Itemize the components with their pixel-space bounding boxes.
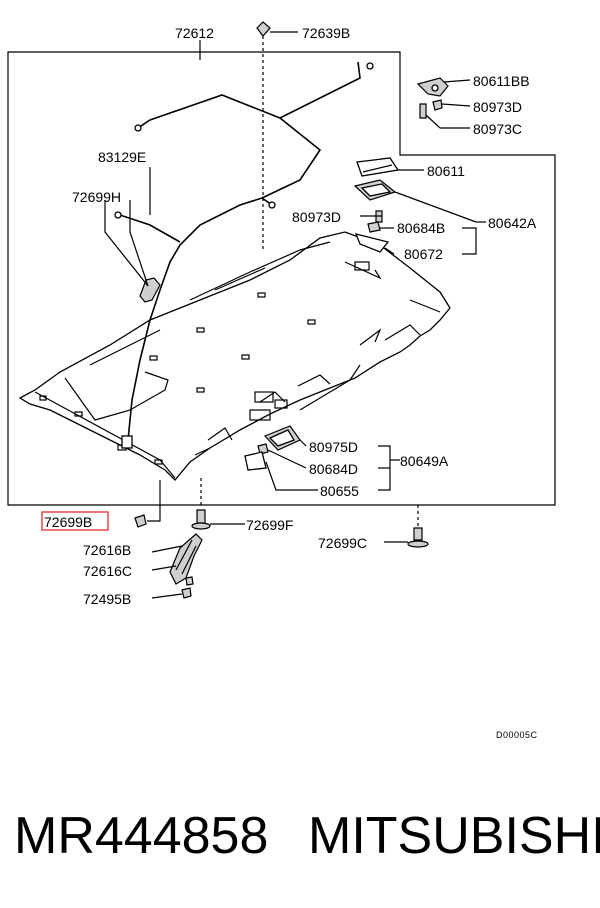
- label-80642A: 80642A: [488, 215, 537, 231]
- label-80684D: 80684D: [309, 461, 358, 477]
- bulb-80684D: [257, 443, 269, 455]
- grommet-72639B: [256, 21, 271, 250]
- label-72616C: 72616C: [83, 563, 132, 579]
- lens-80672: [354, 233, 390, 253]
- lamp-80642A: [353, 179, 397, 201]
- screw-80973D-top: [432, 99, 443, 111]
- bulb-80684B: [367, 221, 381, 233]
- label-72639B: 72639B: [302, 25, 350, 41]
- label-83129E: 83129E: [98, 149, 146, 165]
- assist-grip-bracket: [169, 533, 203, 585]
- bracket-80611BB: [416, 77, 449, 97]
- label-72699F: 72699F: [246, 517, 293, 533]
- lamp-80649A: [263, 425, 301, 451]
- fastener-72699F: [191, 478, 211, 530]
- bracket-80611: [356, 157, 400, 177]
- brand-name: MITSUBISHI: [308, 807, 600, 865]
- label-80649A: 80649A: [400, 453, 449, 469]
- label-80672: 80672: [404, 246, 443, 262]
- label-72699H: 72699H: [72, 189, 121, 205]
- label-72612: 72612: [175, 25, 214, 41]
- diagram-code: D00005C: [496, 730, 538, 740]
- highlight-box-72699B: [41, 511, 109, 531]
- lens-80655: [244, 451, 267, 471]
- label-80684B: 80684B: [397, 220, 445, 236]
- headliner-panel: [18, 231, 451, 481]
- label-80973D-top: 80973D: [473, 99, 522, 115]
- label-80973D-mid: 80973D: [292, 209, 341, 225]
- screw-72495B: [181, 576, 194, 599]
- diagram-frame: [7, 51, 556, 506]
- label-72699B[interactable]: 72699B: [44, 514, 92, 530]
- label-72699C: 72699C: [318, 535, 367, 551]
- leader-lines: [104, 31, 486, 599]
- label-80611: 80611: [427, 163, 465, 179]
- screw-80973C: [419, 103, 427, 119]
- label-72616B: 72616B: [83, 542, 131, 558]
- label-80975D: 80975D: [309, 439, 358, 455]
- label-80655: 80655: [320, 483, 359, 499]
- label-72495B: 72495B: [83, 591, 131, 607]
- part-number: MR444858: [14, 807, 269, 865]
- label-80973C: 80973C: [473, 121, 522, 137]
- footer: MR444858 MITSUBISHI: [0, 800, 600, 880]
- clip-72699B: [134, 514, 147, 528]
- label-80611BB: 80611BB: [473, 73, 530, 89]
- fastener-72699C: [407, 505, 429, 548]
